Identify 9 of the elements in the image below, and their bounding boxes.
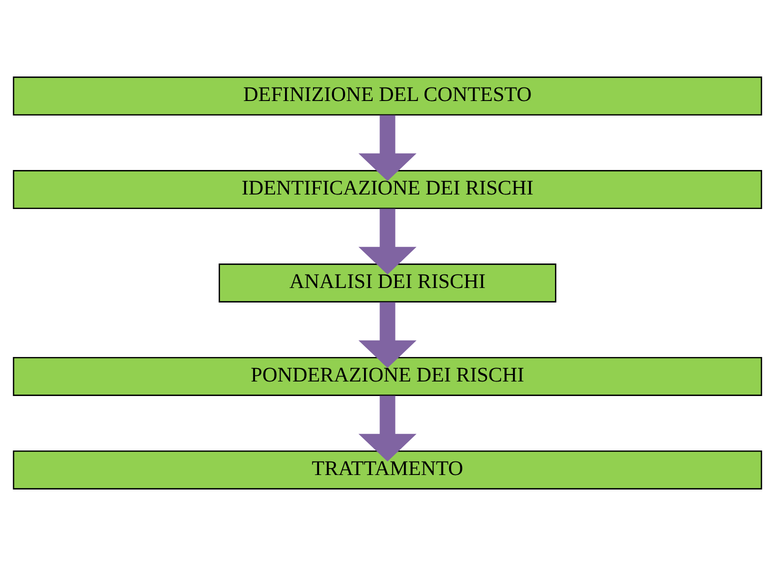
arrow — [358, 396, 417, 462]
arrow — [358, 302, 417, 368]
node-box: DEFINIZIONE DEL CONTESTO — [12, 76, 762, 116]
node-box: PONDERAZIONE DEI RISCHI — [12, 357, 762, 396]
arrow — [358, 115, 417, 182]
node-box: IDENTIFICAZIONE DEI RISCHI — [12, 170, 762, 209]
arrow — [358, 208, 417, 275]
node-box: ANALISI DEI RISCHI — [218, 264, 556, 302]
node-box: TRATTAMENTO — [12, 450, 762, 490]
